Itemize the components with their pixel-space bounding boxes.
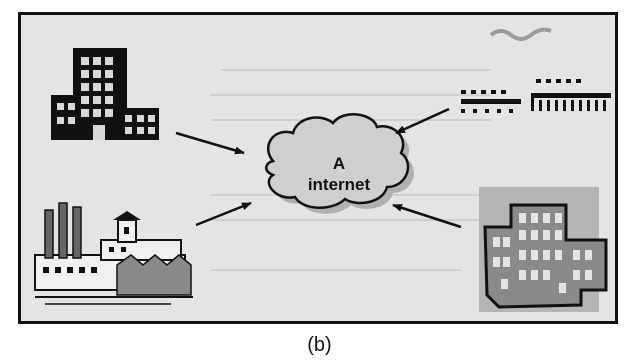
connection-arrows <box>175 107 462 229</box>
cloud-label-line-2: internet <box>307 175 371 194</box>
office-building-icon <box>51 48 159 140</box>
figure-frame: A internet <box>18 12 618 324</box>
network-device-icon <box>461 27 611 113</box>
factory-icon <box>34 202 193 305</box>
campus-building-icon <box>479 187 608 312</box>
arrow-factory-to-cloud <box>195 201 252 227</box>
cloud-label: A internet <box>289 153 389 195</box>
arrow-network-to-cloud <box>395 107 450 135</box>
arrow-office-to-cloud <box>175 131 245 155</box>
figure-caption: (b) <box>307 334 332 356</box>
cloud-label-line-1: A <box>332 154 346 173</box>
arrow-campus-to-cloud <box>392 203 462 229</box>
internet-cloud <box>265 113 415 214</box>
